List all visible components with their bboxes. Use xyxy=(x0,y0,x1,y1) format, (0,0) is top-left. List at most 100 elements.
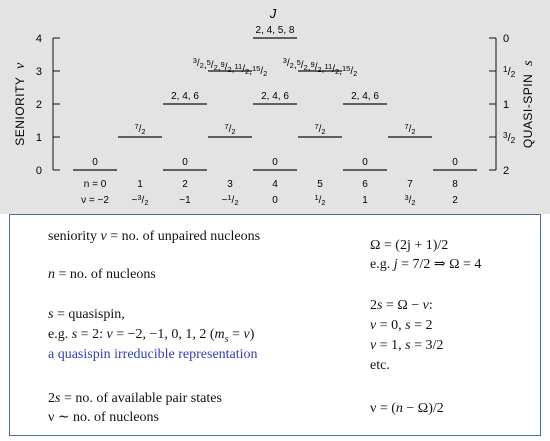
note-eg-v2: v xyxy=(243,327,250,342)
left-tick-label: 2 xyxy=(36,99,42,111)
note-nu-formula-post: − Ω)/2 xyxy=(402,401,444,416)
n-row-label: 1 xyxy=(137,179,143,190)
n-row-label: 7 xyxy=(407,179,413,190)
note-etc: etc. xyxy=(370,358,390,373)
note-2s-rel-s: s xyxy=(377,298,383,313)
note-case1-mid: = 0, xyxy=(376,318,406,333)
right-tick-label: 1/2 xyxy=(503,65,516,79)
nu-row-label: 3/2 xyxy=(404,193,415,207)
note-nu-formula-n: n xyxy=(395,401,403,416)
note-eg-ms: m xyxy=(214,327,225,342)
note-seniority: seniority v = no. of unpaired nucleons xyxy=(48,228,260,246)
left-axis-label: SENIORITY xyxy=(13,77,27,146)
note-s: s = quasispin, xyxy=(48,306,125,324)
level-label: 7/2 xyxy=(224,122,235,136)
note-2s-sym: s xyxy=(55,391,61,406)
note-2s-rel-v: v xyxy=(422,298,429,313)
note-seniority-pre: seniority xyxy=(48,229,101,244)
note-case1-post: = 2 xyxy=(410,318,433,333)
left-tick-label: 1 xyxy=(36,132,42,144)
note-case2-mid: = 1, xyxy=(376,338,406,353)
nu-row-label: 0 xyxy=(272,195,278,206)
right-tick-label: 0 xyxy=(503,33,509,45)
nu-row-label: 1/2 xyxy=(314,193,325,207)
note-omega-eg: e.g. j = 7/2 ⇒ Ω = 4 xyxy=(370,256,481,274)
level-label: 7/2 xyxy=(134,122,145,136)
note-2s-rel-post: : xyxy=(428,298,433,313)
level-label: 0 xyxy=(362,157,368,168)
note-case2-v: v xyxy=(370,338,377,353)
note-2s: 2s = no. of available pair states xyxy=(48,390,222,408)
nu-row-label: −1/2 xyxy=(222,193,239,207)
note-case1-s: s xyxy=(405,318,411,333)
level-label: 3/2,5/2,9/2,11/2,15/2 xyxy=(193,56,268,78)
note-case2-post: = 3/2 xyxy=(410,338,444,353)
n-row-label: 4 xyxy=(272,179,278,190)
note-eg-ms-sub: s xyxy=(224,333,229,345)
note-eg-eq: = xyxy=(228,327,244,342)
note-eg-close: ) xyxy=(249,327,255,342)
n-row: n = 0 1 2 3 4 5 6 7 8 xyxy=(84,179,458,190)
note-s-example: e.g. s = 2: v = −2, −1, 0, 1, 2 (ms = v) xyxy=(48,326,254,349)
note-nu-formula: ν = (n − Ω)/2 xyxy=(370,400,444,418)
right-axis-title: QUASI-SPIN s xyxy=(521,60,536,148)
left-axis-symbol: v xyxy=(13,62,28,69)
level-diagram-svg: J SENIORITY v QUASI-SPIN s 0 1 2 3 4 2 3/2 1 1/… xyxy=(13,6,536,207)
right-tick-label: 3/2 xyxy=(503,131,516,145)
note-2s-post: = no. of available pair states xyxy=(60,391,222,406)
note-2s-relation: 2s = Ω − v: xyxy=(370,297,433,315)
nu-row-label: 1 xyxy=(362,195,368,206)
right-axis-symbol: s xyxy=(521,60,536,66)
note-n-sym: n xyxy=(48,267,55,282)
level-label: 0 xyxy=(182,157,188,168)
note-n-post: = no. of nucleons xyxy=(55,267,156,282)
left-axis-title: SENIORITY v xyxy=(13,62,28,146)
note-nu: ν ∼ no. of nucleons xyxy=(48,410,159,425)
n-row-label: 3 xyxy=(227,179,233,190)
level-label: 7/2 xyxy=(314,122,325,136)
note-case2: v = 1, s = 3/2 xyxy=(370,337,443,355)
svg-text:SENIORITY v: SENIORITY v xyxy=(13,62,28,146)
seniority-level-diagram: J SENIORITY v QUASI-SPIN s 0 1 2 3 4 2 3/2 1 1/… xyxy=(0,0,550,214)
n-row-label: 2 xyxy=(182,179,188,190)
nu-row-label: ν = −2 xyxy=(81,195,109,206)
level-label: 2, 4, 6 xyxy=(171,91,199,102)
level-label: 2, 4, 6 xyxy=(351,91,379,102)
note-omega-def: Ω = (2j + 1)/2 xyxy=(370,238,449,253)
n-row-label: n = 0 xyxy=(84,179,107,190)
note-case1-v: v xyxy=(370,318,377,333)
right-axis-label: QUASI-SPIN xyxy=(521,74,535,148)
svg-text:QUASI-SPIN s: QUASI-SPIN s xyxy=(521,60,536,148)
note-eg-s: s xyxy=(71,327,78,342)
level-label: 2, 4, 5, 8 xyxy=(256,25,295,36)
note-s-post: = quasispin, xyxy=(53,307,125,322)
note-seniority-sym: v xyxy=(100,229,107,244)
note-seniority-post: = no. of unpaired nucleons xyxy=(106,229,261,244)
level-label: 3/2,5/2,9/2,11/2,15/2 xyxy=(283,56,358,78)
note-eg-mid: = 2: xyxy=(77,327,107,342)
note-2s-pre: 2 xyxy=(48,391,55,406)
left-tick-label: 3 xyxy=(36,66,42,78)
nu-row-label: 2 xyxy=(452,195,458,206)
n-row-label: 5 xyxy=(317,179,323,190)
note-2s-rel-pre: 2 xyxy=(370,298,377,313)
n-row-label: 6 xyxy=(362,179,368,190)
top-j-label: J xyxy=(269,6,277,21)
right-tick-label: 2 xyxy=(503,165,509,177)
note-omega-eg-pre: e.g. xyxy=(370,257,394,272)
level-label: 0 xyxy=(272,157,278,168)
note-n: n = no. of nucleons xyxy=(48,266,156,284)
note-irrep: a quasispin irreducible representation xyxy=(48,347,258,362)
notes-panel: seniority v = no. of unpaired nucleons n… xyxy=(9,214,541,436)
note-nu-formula-pre: ν = ( xyxy=(370,401,396,416)
n-row-label: 8 xyxy=(452,179,458,190)
level-label: 7/2 xyxy=(404,122,415,136)
right-axis-ticks: 23/211/20 xyxy=(489,33,516,177)
note-case1: v = 0, s = 2 xyxy=(370,317,432,335)
note-s-sym: s xyxy=(48,307,54,322)
note-2s-rel-mid: = Ω − xyxy=(382,298,423,313)
note-omega-eg-post: = 7/2 ⇒ Ω = 4 xyxy=(397,257,482,272)
